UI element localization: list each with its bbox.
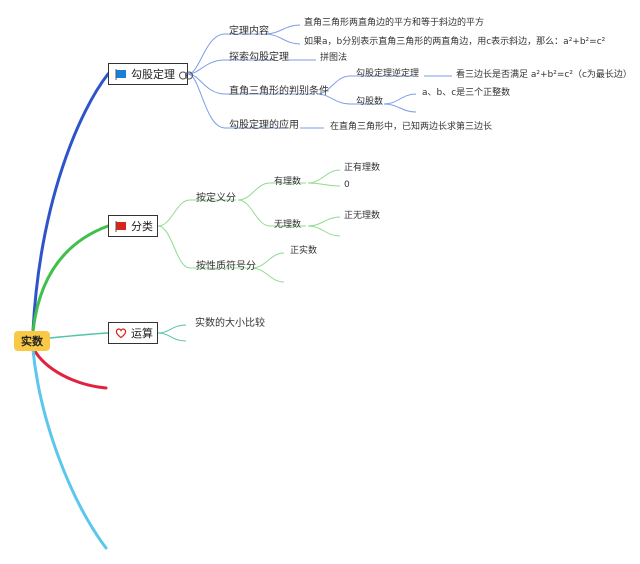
node-pintu-fa[interactable]: 拼图法: [320, 53, 348, 63]
root-node[interactable]: 实数: [14, 331, 50, 351]
node-theorem-statement[interactable]: 直角三角形两直角边的平方和等于斜边的平方: [304, 18, 485, 28]
branch-line-yunsuan: [49, 332, 109, 339]
node-tansuo[interactable]: 探索勾股定理: [229, 52, 289, 63]
node-yingyong[interactable]: 勾股定理的应用: [229, 120, 299, 131]
branch-line-gougu: [31, 72, 110, 333]
topic-fenlei[interactable]: 分类: [108, 215, 158, 237]
topic-label: 运算: [131, 327, 153, 340]
node-an-dingyi[interactable]: 按定义分: [196, 193, 236, 204]
branch-line-empty-lightblue: [31, 348, 108, 550]
root-label: 实数: [21, 335, 43, 348]
node-yingyong-detail[interactable]: 在直角三角形中，已知两边长求第三边长: [330, 122, 493, 132]
node-zheng-wuli-shu[interactable]: 正无理数: [344, 211, 381, 221]
node-dingli-neirong[interactable]: 定理内容: [229, 26, 269, 37]
node-an-xingzhi[interactable]: 按性质符号分: [196, 261, 256, 272]
node-daxiao-bijiao[interactable]: 实数的大小比较: [195, 318, 265, 329]
node-zheng-shishu[interactable]: 正实数: [290, 246, 318, 256]
topic-label: 勾股定理: [131, 68, 175, 81]
node-youli-shu[interactable]: 有理数: [274, 177, 302, 187]
topic-yunsuan[interactable]: 运算: [108, 322, 158, 344]
flag-blue-icon: [115, 68, 127, 80]
heart-icon: [115, 327, 127, 339]
link-icon[interactable]: [179, 70, 193, 79]
topic-label: 分类: [131, 220, 153, 233]
branch-line-empty-red: [31, 346, 108, 390]
flag-red-icon: [115, 220, 127, 232]
node-ni-dingli-detail[interactable]: 看三边长是否满足 a²+b²=c²（c为最长边）: [456, 70, 632, 80]
topic-gougu-dingli[interactable]: 勾股定理: [108, 63, 193, 85]
node-gougu-shu-detail[interactable]: a、b、c是三个正整数: [422, 88, 511, 98]
node-panbie-tiaojian[interactable]: 直角三角形的判别条件: [229, 86, 329, 97]
node-ni-dingli[interactable]: 勾股定理逆定理: [356, 69, 420, 79]
branch-line-fenlei: [31, 224, 110, 333]
node-theorem-formula[interactable]: 如果a，b分别表示直角三角形的两直角边，用c表示斜边，那么：a²+b²=c²: [304, 37, 606, 47]
node-zheng-youli-shu[interactable]: 正有理数: [344, 163, 381, 173]
node-gougu-shu[interactable]: 勾股数: [356, 97, 384, 107]
node-wuli-shu[interactable]: 无理数: [274, 220, 302, 230]
node-zero[interactable]: 0: [344, 180, 350, 190]
